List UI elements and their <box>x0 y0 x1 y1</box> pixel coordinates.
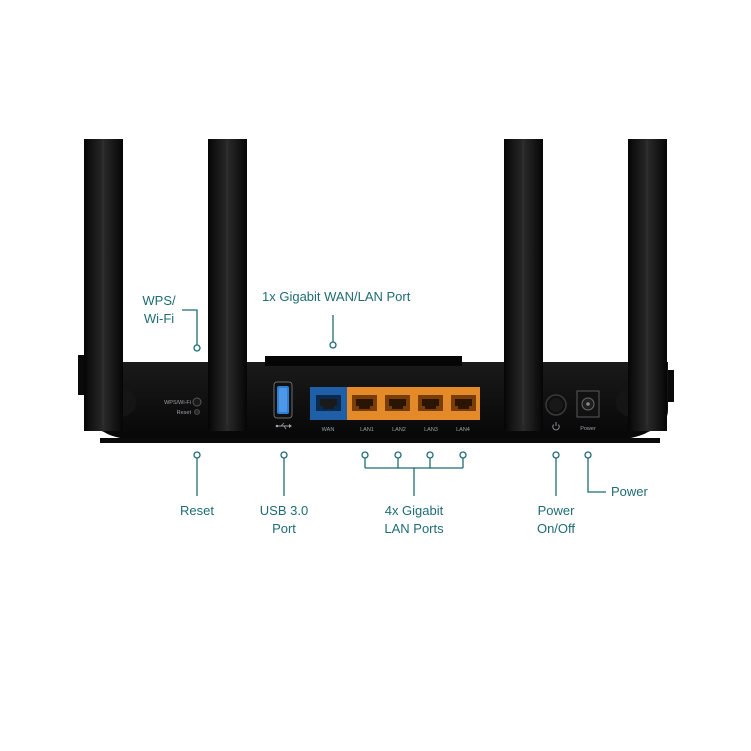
lan-port-1[interactable] <box>352 395 377 411</box>
antennas <box>84 139 667 431</box>
usb-port[interactable] <box>273 381 293 419</box>
callout-usb-line1: USB 3.0 <box>259 503 309 518</box>
lan-port-3[interactable] <box>418 395 443 411</box>
callout-wps-wifi: WPS/ Wi-Fi <box>134 292 184 328</box>
power-icon <box>552 422 560 431</box>
callout-lan-ports: 4x Gigabit LAN Ports <box>369 502 459 538</box>
callout-power: Power <box>611 484 648 499</box>
wps-wifi-button[interactable] <box>192 397 202 407</box>
callout-lines <box>182 309 606 496</box>
panel-label-lan4: LAN4 <box>456 427 470 433</box>
reset-button[interactable] <box>194 409 200 415</box>
callout-wps-wifi-line2: Wi-Fi <box>143 311 175 326</box>
panel-label-lan1: LAN1 <box>360 427 374 433</box>
callout-wps-wifi-line1: WPS/ <box>142 293 176 308</box>
callout-power-onoff-line2: On/Off <box>536 521 576 536</box>
callout-power-onoff: Power On/Off <box>526 502 586 538</box>
panel-label-wan: WAN <box>322 427 335 433</box>
callout-line-power <box>587 458 606 493</box>
power-jack[interactable] <box>576 390 600 418</box>
callout-power-onoff-line1: Power <box>537 503 575 518</box>
panel-label-lan2: LAN2 <box>392 427 406 433</box>
callout-reset: Reset <box>180 503 214 518</box>
callout-lan-ports-line1: 4x Gigabit <box>384 503 444 518</box>
callout-line-lan <box>361 451 467 496</box>
lan-port-4[interactable] <box>451 395 476 411</box>
panel-label-power: Power <box>580 426 596 432</box>
lan-port-2[interactable] <box>385 395 410 411</box>
panel-label-wps-wifi: WPS/Wi-Fi <box>164 400 191 406</box>
usb-icon <box>275 422 292 430</box>
callout-wan-lan-port: 1x Gigabit WAN/LAN Port <box>262 289 411 304</box>
panel-label-reset: Reset <box>177 410 192 416</box>
callout-lan-ports-line2: LAN Ports <box>384 521 444 536</box>
power-button[interactable] <box>545 394 567 416</box>
callout-usb-line2: Port <box>272 521 296 536</box>
callout-line-wps <box>182 309 198 345</box>
callout-usb: USB 3.0 Port <box>249 502 319 538</box>
wan-port[interactable] <box>310 387 347 420</box>
panel-label-lan3: LAN3 <box>424 427 438 433</box>
